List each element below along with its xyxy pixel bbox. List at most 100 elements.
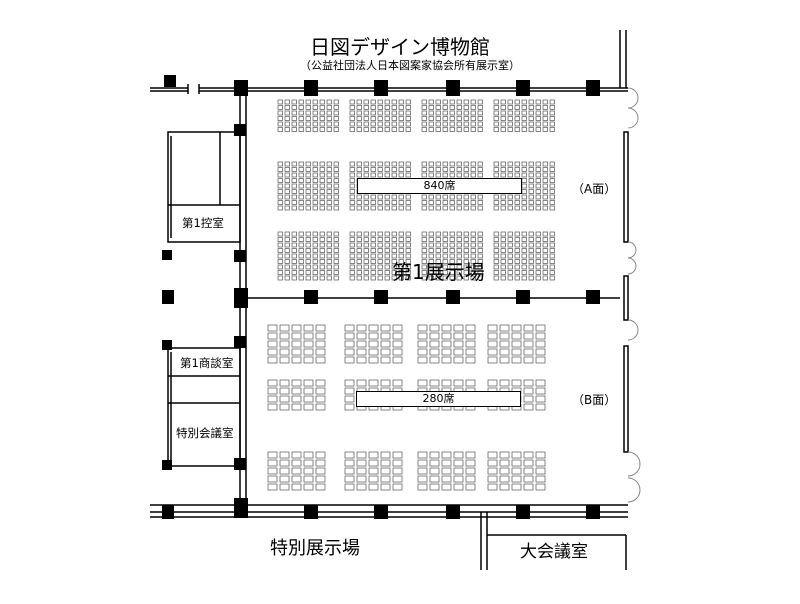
seat (370, 172, 376, 178)
seat (549, 200, 555, 205)
seat (421, 270, 427, 275)
seat (549, 242, 555, 248)
seat (326, 105, 332, 110)
seat (405, 161, 411, 167)
seat (392, 483, 403, 491)
seat (377, 161, 383, 167)
seat (542, 270, 548, 275)
seat (417, 379, 428, 387)
seat (535, 324, 546, 332)
seat (291, 264, 297, 270)
seat-capacity-a: 840席 (357, 178, 522, 194)
seat (507, 264, 513, 270)
seat (405, 99, 411, 105)
seat (421, 231, 427, 237)
seat (521, 127, 527, 132)
seat (442, 200, 448, 205)
seat (511, 467, 522, 475)
seat (298, 99, 304, 105)
seat (368, 467, 379, 475)
seat (514, 110, 520, 116)
seat (477, 121, 483, 127)
seat (470, 121, 476, 127)
seat (319, 194, 325, 200)
seat (535, 387, 546, 395)
seat (267, 324, 278, 332)
seat (528, 231, 534, 237)
seat (435, 127, 441, 132)
seat (291, 340, 302, 348)
seat (291, 116, 297, 121)
seat (305, 205, 311, 211)
seat (442, 205, 448, 211)
seat (344, 395, 355, 403)
seat (398, 172, 404, 178)
seat (542, 172, 548, 178)
seat (319, 200, 325, 205)
seat (384, 237, 390, 242)
seat (493, 248, 499, 253)
seat (349, 205, 355, 211)
seat (428, 172, 434, 178)
seat (291, 387, 302, 395)
seat (514, 231, 520, 237)
seat (453, 324, 464, 332)
seat (279, 340, 290, 348)
seat (493, 242, 499, 248)
seat (456, 167, 462, 172)
pillar (446, 505, 460, 519)
seat (305, 200, 311, 205)
seat (363, 121, 369, 127)
seat (279, 387, 290, 395)
seat (542, 116, 548, 121)
seat (398, 127, 404, 132)
seat (463, 205, 469, 211)
seat (463, 110, 469, 116)
seat (442, 270, 448, 275)
seat (514, 105, 520, 110)
seat (421, 172, 427, 178)
seat (441, 348, 452, 356)
seat (428, 110, 434, 116)
seat (449, 242, 455, 248)
seat (442, 275, 448, 281)
seat (377, 110, 383, 116)
seat (370, 205, 376, 211)
seat (277, 110, 283, 116)
seat (391, 270, 397, 275)
seat (398, 99, 404, 105)
seat (349, 189, 355, 194)
seat (363, 205, 369, 211)
seat (535, 356, 546, 364)
seat (477, 105, 483, 110)
seat (449, 205, 455, 211)
seat (356, 167, 362, 172)
seat (507, 253, 513, 259)
seat (442, 127, 448, 132)
seat (507, 121, 513, 127)
seat (487, 348, 498, 356)
seat (370, 161, 376, 167)
seat (277, 270, 283, 275)
seat (370, 127, 376, 132)
seat (549, 110, 555, 116)
seat (326, 194, 332, 200)
seat (291, 178, 297, 183)
seat (291, 161, 297, 167)
seat (356, 270, 362, 275)
seat (523, 356, 534, 364)
seat (417, 459, 428, 467)
seat (377, 194, 383, 200)
seat (349, 178, 355, 183)
seat (456, 99, 462, 105)
seat (333, 167, 339, 172)
pillars (162, 75, 600, 519)
seat (277, 167, 283, 172)
seat (398, 248, 404, 253)
seat (463, 167, 469, 172)
seat (349, 237, 355, 242)
seat (391, 237, 397, 242)
seat (549, 105, 555, 110)
special-conference-label: 特別会議室 (176, 426, 234, 440)
seat (435, 205, 441, 211)
